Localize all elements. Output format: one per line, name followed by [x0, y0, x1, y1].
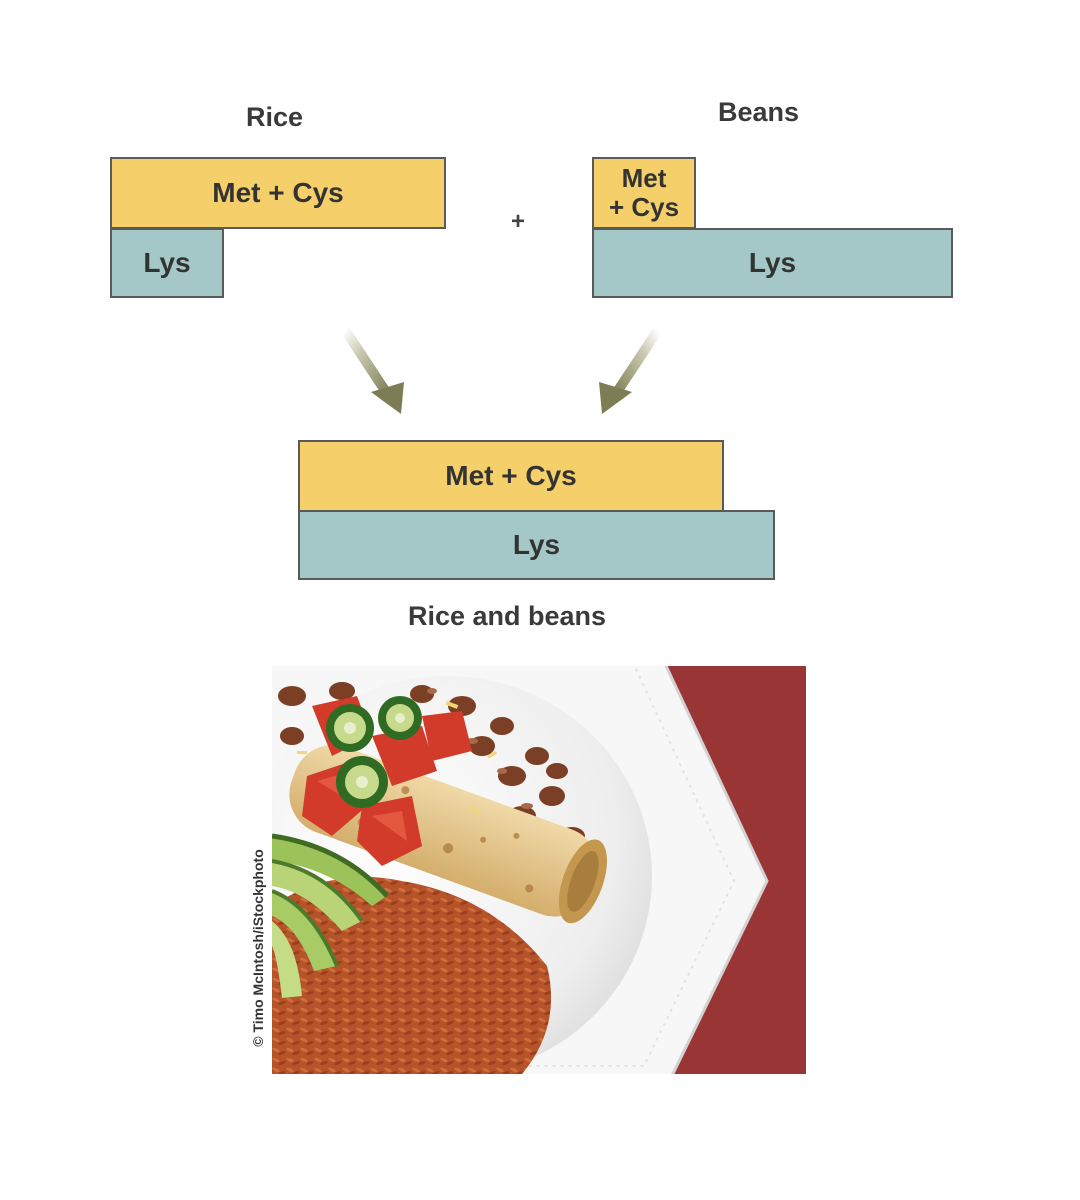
rice-lys-label: Lys [143, 247, 191, 279]
arrows [340, 325, 663, 414]
arrow-down-left-icon [599, 325, 663, 414]
beans-lys-bar: Lys [592, 228, 953, 298]
combined-caption: Rice and beans [408, 601, 607, 631]
rice-lys-bar: Lys [110, 228, 224, 298]
rice-title: Rice [246, 102, 304, 132]
rice-met-cys-label: Met + Cys [212, 177, 344, 209]
plus-sign: + [511, 208, 526, 235]
arrow-down-right-icon [340, 325, 404, 414]
combined-met-cys-bar: Met + Cys [298, 440, 724, 512]
rice-met-cys-bar: Met + Cys [110, 157, 446, 229]
combined-lys-label: Lys [512, 529, 561, 561]
beans-title: Beans [718, 97, 800, 127]
combined-lys-bar: Lys [298, 510, 775, 580]
food-photo [272, 666, 806, 1074]
beans-met-cys-label-line2: + Cys [608, 192, 680, 222]
beans-lys-label: Lys [748, 247, 797, 279]
combined-met-cys-label: Met + Cys [445, 460, 577, 492]
photo-credit: © Timo McIntosh/iStockphoto [250, 849, 266, 1047]
beans-met-cys-label-line1: Met [621, 162, 667, 193]
